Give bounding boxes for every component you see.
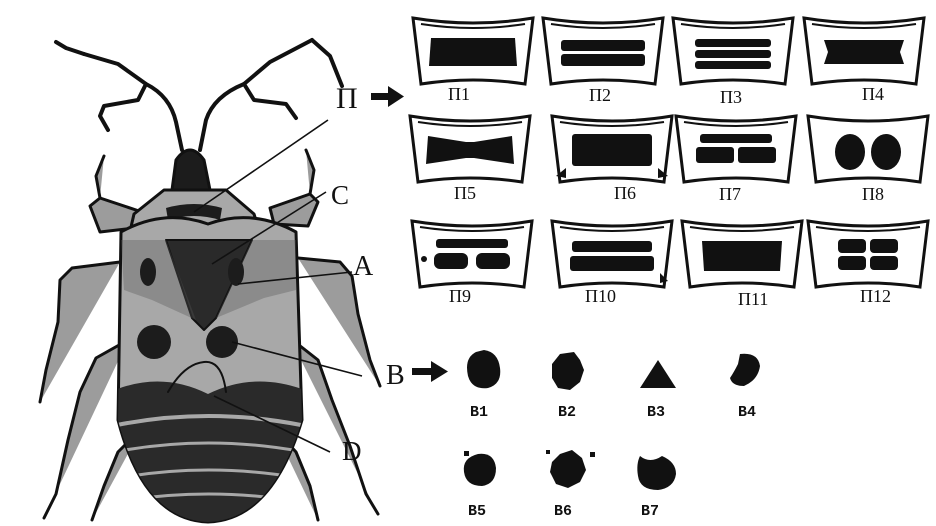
spot-pattern-b1	[467, 350, 500, 388]
spot-pattern-b4	[730, 354, 760, 386]
label-corium-a: А	[353, 251, 374, 282]
pronotum-pattern-p2	[543, 18, 663, 84]
pronotum-pattern-p5	[410, 116, 530, 182]
bug-illustration	[40, 40, 380, 526]
pronotum-pattern-p11	[682, 221, 802, 287]
wing-spot-left	[137, 325, 171, 359]
label-p11: П11	[738, 289, 768, 309]
label-p1: П1	[448, 84, 470, 104]
pronotum-pattern-p8	[808, 116, 928, 182]
arrow-to-spot-patterns	[412, 361, 448, 382]
arrow-to-pronotum-patterns	[371, 86, 404, 107]
label-p10: П10	[585, 286, 616, 306]
label-p8: П8	[862, 184, 884, 204]
label-p7: П7	[719, 184, 741, 204]
membrane	[110, 381, 310, 526]
label-p4: П4	[862, 84, 884, 104]
label-b2: В2	[558, 404, 576, 421]
label-scutellum: С	[331, 180, 349, 210]
label-p3: П3	[720, 87, 742, 107]
pronotum-pattern-p7	[676, 116, 796, 182]
pronotum-pattern-p6	[552, 116, 672, 182]
spot-pattern-b7	[637, 456, 676, 490]
pronotum-pattern-p4	[804, 18, 924, 84]
pronotum-pattern-p12	[808, 221, 928, 287]
pronotum-pattern-p3	[673, 18, 793, 84]
spot-pattern-b3	[640, 360, 676, 388]
antennae	[56, 40, 342, 150]
label-p9: П9	[449, 286, 471, 306]
label-membrane: D	[342, 436, 362, 466]
label-pronotum: П	[336, 82, 358, 115]
label-b5: В5	[468, 503, 486, 520]
label-b1: В1	[470, 404, 488, 421]
head	[172, 150, 210, 190]
pronotum-pattern-p9	[412, 221, 532, 287]
label-b3: В3	[647, 404, 665, 421]
label-p2: П2	[589, 85, 611, 105]
label-p12: П12	[860, 286, 891, 306]
label-b7: В7	[641, 503, 659, 520]
label-corium-b: В	[386, 360, 405, 391]
spot-pattern-b6	[546, 450, 595, 488]
spot-pattern-b5	[464, 451, 496, 486]
pronotum-pattern-grid	[410, 18, 928, 287]
pronotum-pattern-p10	[552, 221, 672, 287]
label-b6: В6	[554, 503, 572, 520]
spot-pattern-b2	[552, 352, 584, 390]
pronotum-pattern-p1	[413, 18, 533, 84]
label-p5: П5	[454, 183, 476, 203]
spot-pattern-grid	[464, 350, 760, 490]
label-p6: П6	[614, 183, 636, 203]
label-b4: В4	[738, 404, 756, 421]
